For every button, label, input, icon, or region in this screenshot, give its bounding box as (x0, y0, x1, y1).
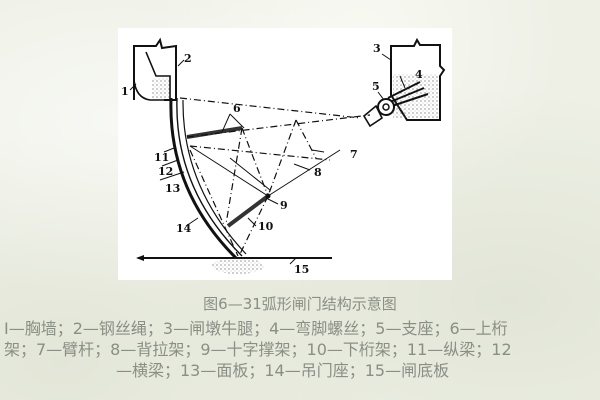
label-14: 14 (176, 222, 192, 235)
upper-truss (186, 126, 243, 139)
label-15: 15 (294, 263, 309, 276)
legend-line-1: I—胸墙；2—钢丝绳；3—闸墩牛腿；4—弯脚螺丝；5—支座；6—上桁 (4, 319, 508, 338)
breast-wall (133, 37, 177, 101)
label-1: 1 (121, 85, 129, 98)
label-11: 11 (154, 151, 169, 164)
label-12: 12 (158, 165, 173, 178)
label-2: 2 (184, 52, 192, 65)
label-13: 13 (165, 182, 180, 195)
gate-sill (136, 255, 332, 274)
cross-brace-node (265, 193, 271, 199)
diagram-panel (118, 28, 452, 280)
label-10: 10 (258, 220, 274, 233)
legend-line-2: 架；7—臂杆；8—背拉架；9—十字撑架；10—下桁架；11—纵梁；12 (4, 340, 512, 359)
pier-corbel (390, 37, 446, 121)
label-9: 9 (280, 199, 288, 212)
figure-caption: 图6—31弧形闸门结构示意图 (203, 295, 397, 313)
label-4: 4 (415, 68, 423, 81)
support-bearing (362, 98, 395, 128)
label-6: 6 (233, 102, 241, 115)
gate-leaf (169, 97, 247, 260)
label-3: 3 (373, 42, 381, 55)
label-5: 5 (372, 80, 380, 93)
figure-legend: I—胸墙；2—钢丝绳；3—闸墩牛腿；4—弯脚螺丝；5—支座；6—上桁 架；7—臂… (4, 318, 596, 381)
lower-truss (226, 194, 270, 228)
bent-bolts (387, 81, 429, 107)
label-8: 8 (314, 166, 322, 179)
arms-and-bracing (179, 97, 371, 257)
label-7: 7 (350, 148, 358, 161)
legend-line-3: —横梁；13—面板；14—吊门座；15—闸底板 (4, 361, 450, 380)
